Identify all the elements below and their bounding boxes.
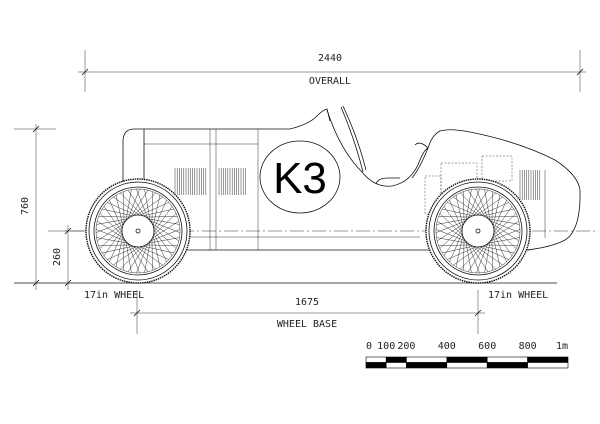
hub xyxy=(461,214,495,248)
scale-segment-bottom xyxy=(446,362,488,369)
wheelbase-dimension: 1675 WHEEL BASE xyxy=(130,290,485,334)
rim xyxy=(433,186,523,276)
scale-segment-bottom xyxy=(527,362,569,369)
wheelbase-value: 1675 xyxy=(295,297,319,308)
rear-wheel xyxy=(425,178,531,284)
rim-inner xyxy=(435,188,521,274)
tyre-inner xyxy=(428,181,528,281)
scale-tick-label: 400 xyxy=(438,341,456,352)
car-body: K3 xyxy=(122,105,581,251)
wheelbase-label: WHEEL BASE xyxy=(277,319,337,330)
front-wheel-label: 17in WHEEL xyxy=(84,290,144,301)
car-number: K3 xyxy=(273,154,327,203)
height-dimension: 760 xyxy=(14,124,56,290)
overall-dimension: 2440 OVERALL xyxy=(78,50,586,92)
scale-tick-label: 100 xyxy=(377,341,395,352)
number-roundel xyxy=(259,140,341,214)
height-value: 760 xyxy=(20,197,31,215)
rim-inner xyxy=(95,188,181,274)
scale-tick-label: 600 xyxy=(478,341,496,352)
scale-segment-bottom xyxy=(385,362,407,369)
scale-segment-top xyxy=(406,356,448,363)
scale-segment-bottom xyxy=(365,362,387,369)
overall-label: OVERALL xyxy=(309,76,351,87)
front-wheel xyxy=(85,178,191,284)
scale-segment-top xyxy=(527,356,569,363)
scale-segment-top xyxy=(446,356,488,363)
tail-louvres xyxy=(519,170,541,200)
scale-segment-bottom xyxy=(486,362,528,369)
axle-height-value: 260 xyxy=(52,248,63,266)
rim xyxy=(93,186,183,276)
overall-value: 2440 xyxy=(318,53,342,64)
scale-tick-label: 1m xyxy=(556,341,568,352)
scale-segment-top xyxy=(385,356,407,363)
hub-nut xyxy=(475,228,481,234)
hub xyxy=(121,214,155,248)
hub-nut xyxy=(135,228,141,234)
scale-segment-top xyxy=(486,356,528,363)
rear-wheel-label: 17in WHEEL xyxy=(488,290,548,301)
scale-tick-label: 800 xyxy=(519,341,537,352)
scale-tick-label: 0 xyxy=(366,341,372,352)
scale-segment-top xyxy=(365,356,387,363)
bonnet-louvres xyxy=(174,168,246,195)
scale-tick-label: 200 xyxy=(397,341,415,352)
scale-segment-bottom xyxy=(406,362,448,369)
tyre-inner xyxy=(88,181,188,281)
